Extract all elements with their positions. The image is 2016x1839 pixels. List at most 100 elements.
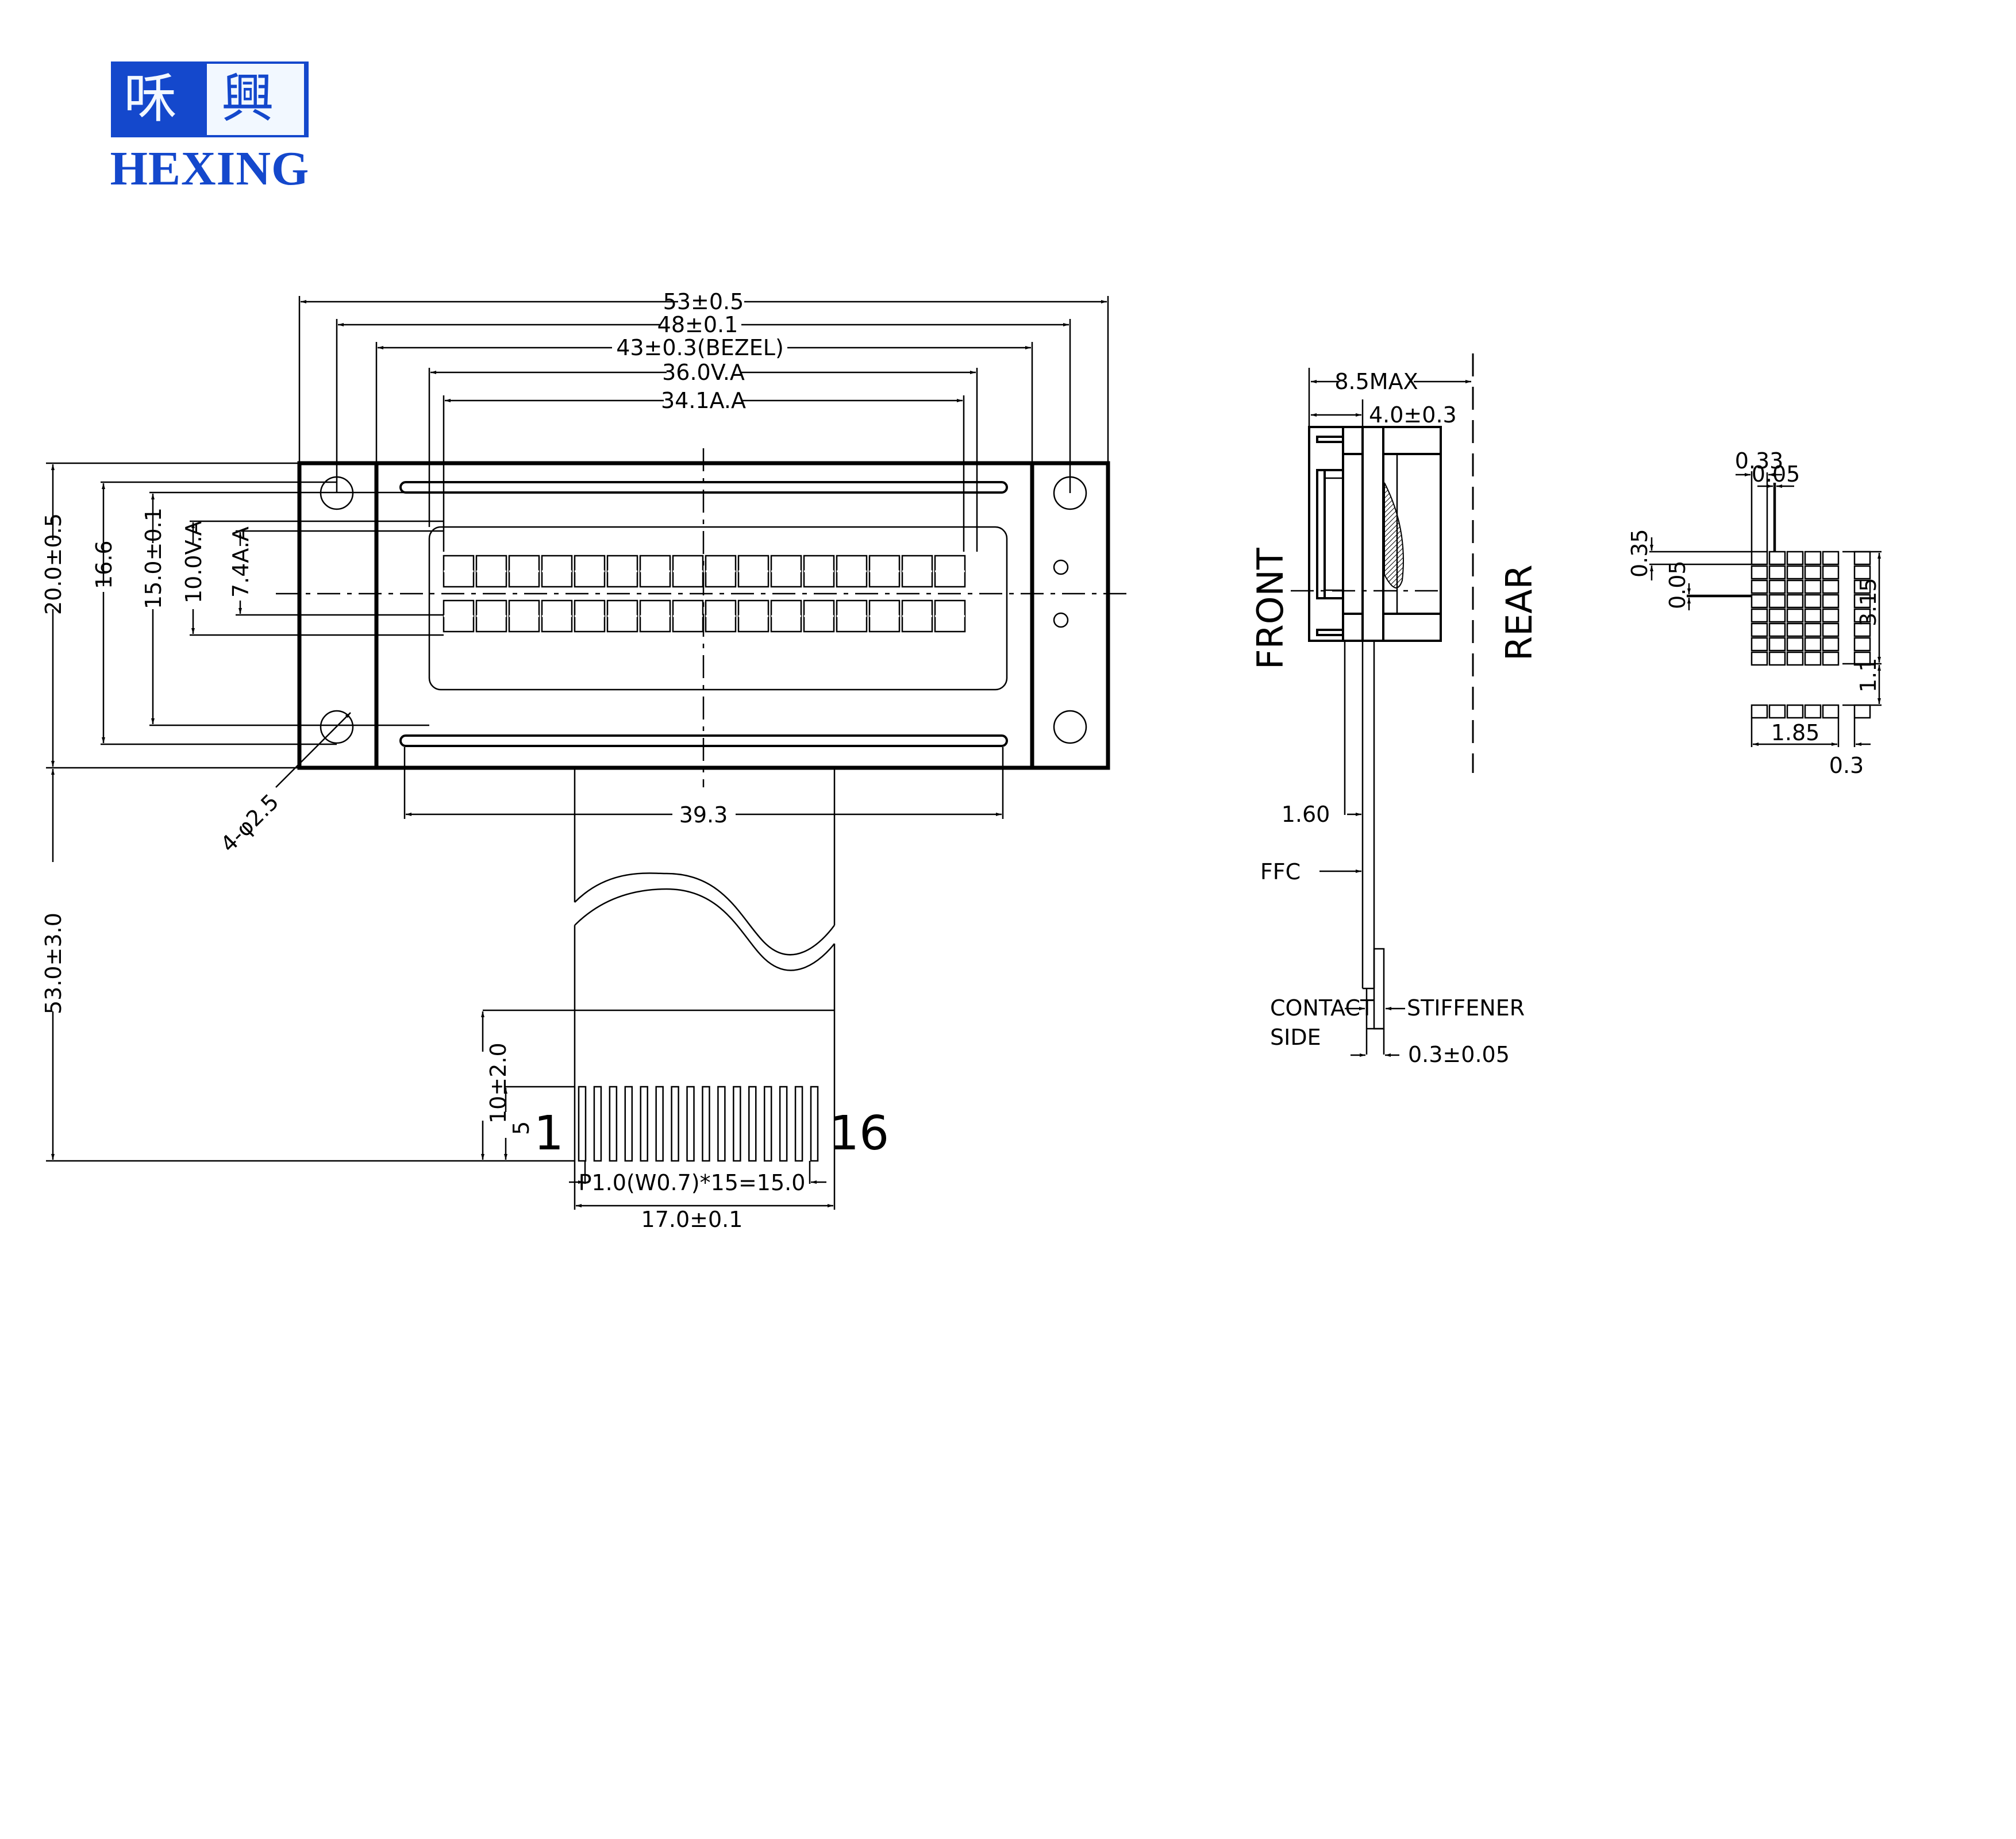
contact-side-label-1: CONTACT — [1270, 995, 1374, 1021]
front-label: FRONT — [1249, 547, 1291, 670]
rear-label: REAR — [1498, 564, 1540, 661]
ffc-pin — [810, 1086, 819, 1162]
contact-side-label-2: SIDE — [1270, 1025, 1321, 1050]
dot-cell — [1768, 637, 1786, 652]
dot-cell-next-char — [1853, 637, 1871, 652]
dot-cell — [1822, 579, 1840, 594]
dim-char-gap: 0.3 — [1829, 753, 1864, 778]
dot-cell-next-char — [1853, 551, 1871, 565]
dim-slot-length: 39.3 — [679, 802, 728, 828]
dot-cell — [1750, 622, 1768, 637]
ffc-pin — [609, 1086, 618, 1162]
dot-cell — [1750, 637, 1768, 652]
dot-cell — [1786, 651, 1804, 666]
ffc-pin — [686, 1086, 695, 1162]
dot-cell-row2 — [1822, 704, 1840, 719]
logo-glyph-right: 興 — [221, 68, 275, 129]
dim-viewing-width: 36.0V.A — [662, 360, 745, 385]
dot-cell — [1822, 551, 1840, 565]
dot-cell-row2 — [1804, 704, 1822, 719]
side-outline — [1308, 426, 1442, 642]
ffc-pin — [640, 1086, 648, 1162]
dot-cell-row2 — [1786, 704, 1804, 719]
dim-overall-height: 20.0±0.5 — [41, 513, 66, 615]
dim-row-gap: 1.1 — [1856, 658, 1881, 692]
dot-cell — [1750, 608, 1768, 623]
dot-cell — [1786, 579, 1804, 594]
ffc-pin — [794, 1086, 803, 1162]
front-view: 53±0.5 48±0.1 43±0.3(BEZEL) 36.0V.A 34.1… — [41, 289, 1132, 1162]
dot-cell — [1750, 579, 1768, 594]
ffc-label: FFC — [1260, 859, 1301, 884]
brand-name: HEXING — [110, 142, 310, 195]
dot-cell — [1768, 565, 1786, 580]
dim-active-width: 34.1A.A — [661, 388, 746, 413]
dim-contact-length: 5 — [509, 1121, 534, 1135]
cob-epoxy — [1384, 482, 1404, 588]
character-grid — [443, 555, 966, 633]
dot-cell — [1768, 594, 1786, 609]
dot-cell — [1822, 651, 1840, 666]
dim-glass-height: 15.0±0.1 — [141, 507, 166, 609]
dot-cell — [1768, 608, 1786, 623]
hexing-logo: 咊 興 HEXING — [106, 60, 313, 198]
dot-cell — [1768, 622, 1786, 637]
mount-hole-bl — [320, 710, 354, 744]
dot-cell — [1768, 651, 1786, 666]
dot-cell — [1768, 579, 1786, 594]
dot-cell-next-char — [1853, 608, 1871, 623]
ffc-pin — [578, 1086, 587, 1162]
logo-glyph-left: 咊 — [124, 68, 177, 129]
dot-cell — [1750, 565, 1768, 580]
dim-char-height: 3.15 — [1856, 578, 1881, 626]
dot-cell — [1804, 608, 1822, 623]
dim-dot-height: 0.35 — [1627, 529, 1652, 578]
dot-cell — [1822, 622, 1840, 637]
dot-cell-row2 — [1768, 704, 1786, 719]
ffc-pin — [717, 1086, 726, 1162]
ffc-tail: 10±2.0 5 1 16 P1.0(W0.7)*15=15.0 17.0±0.… — [481, 768, 889, 1232]
pin-16-label: 16 — [829, 1106, 889, 1161]
dot-cell — [1804, 651, 1822, 666]
ffc-pin-array — [578, 1086, 819, 1162]
dot-cell — [1786, 622, 1804, 637]
hole-leader — [275, 712, 351, 788]
small-hole-1 — [1053, 559, 1069, 575]
dot-cell — [1750, 594, 1768, 609]
ffc-pin — [733, 1086, 741, 1162]
dim-hole-pitch-width: 48±0.1 — [657, 312, 738, 337]
dot-cell-next-char — [1853, 651, 1871, 666]
dot-cell — [1822, 637, 1840, 652]
dim-active-height: 7.4A.A — [228, 526, 253, 598]
dot-cell-next-char — [1853, 565, 1871, 580]
break-line-top — [574, 872, 836, 956]
dot-cell — [1804, 579, 1822, 594]
dot-cell — [1786, 565, 1804, 580]
dim-overall-width: 53±0.5 — [663, 289, 744, 314]
ffc-pin — [748, 1086, 757, 1162]
dot-cell — [1786, 637, 1804, 652]
small-hole-2 — [1053, 612, 1069, 628]
break-line-bottom — [574, 888, 835, 971]
dot-matrix-grid — [1750, 551, 1871, 719]
ffc-pin — [702, 1086, 710, 1162]
dim-char-width: 1.85 — [1771, 720, 1820, 745]
ffc-pin — [763, 1086, 772, 1162]
dim-stiffener-length: 10±2.0 — [486, 1042, 511, 1124]
dim-stiffener-thickness: 0.3±0.05 — [1408, 1042, 1510, 1067]
pin-1-label: 1 — [534, 1106, 564, 1161]
dot-cell — [1804, 637, 1822, 652]
dot-cell-next-char — [1853, 622, 1871, 637]
dim-ffc-offset: 1.60 — [1282, 802, 1330, 827]
dim-dot-gap-y: 0.05 — [1665, 560, 1690, 609]
ffc-pin — [779, 1086, 788, 1162]
dim-dot-gap-x: 0.05 — [1752, 461, 1800, 487]
height-dimensions: 20.0±0.5 16.6 15.0±0.1 10.0V.A 7.4A.A — [41, 462, 444, 769]
dot-cell — [1804, 551, 1822, 565]
dim-dot-width: 0.33 — [1735, 448, 1784, 474]
dot-cell — [1822, 608, 1840, 623]
side-view: 8.5MAX 4.0±0.3 FRONT REAR 1.60 FFC — [1249, 353, 1540, 1067]
dim-max-thickness: 8.5MAX — [1334, 369, 1418, 394]
viewing-area — [428, 526, 1008, 691]
